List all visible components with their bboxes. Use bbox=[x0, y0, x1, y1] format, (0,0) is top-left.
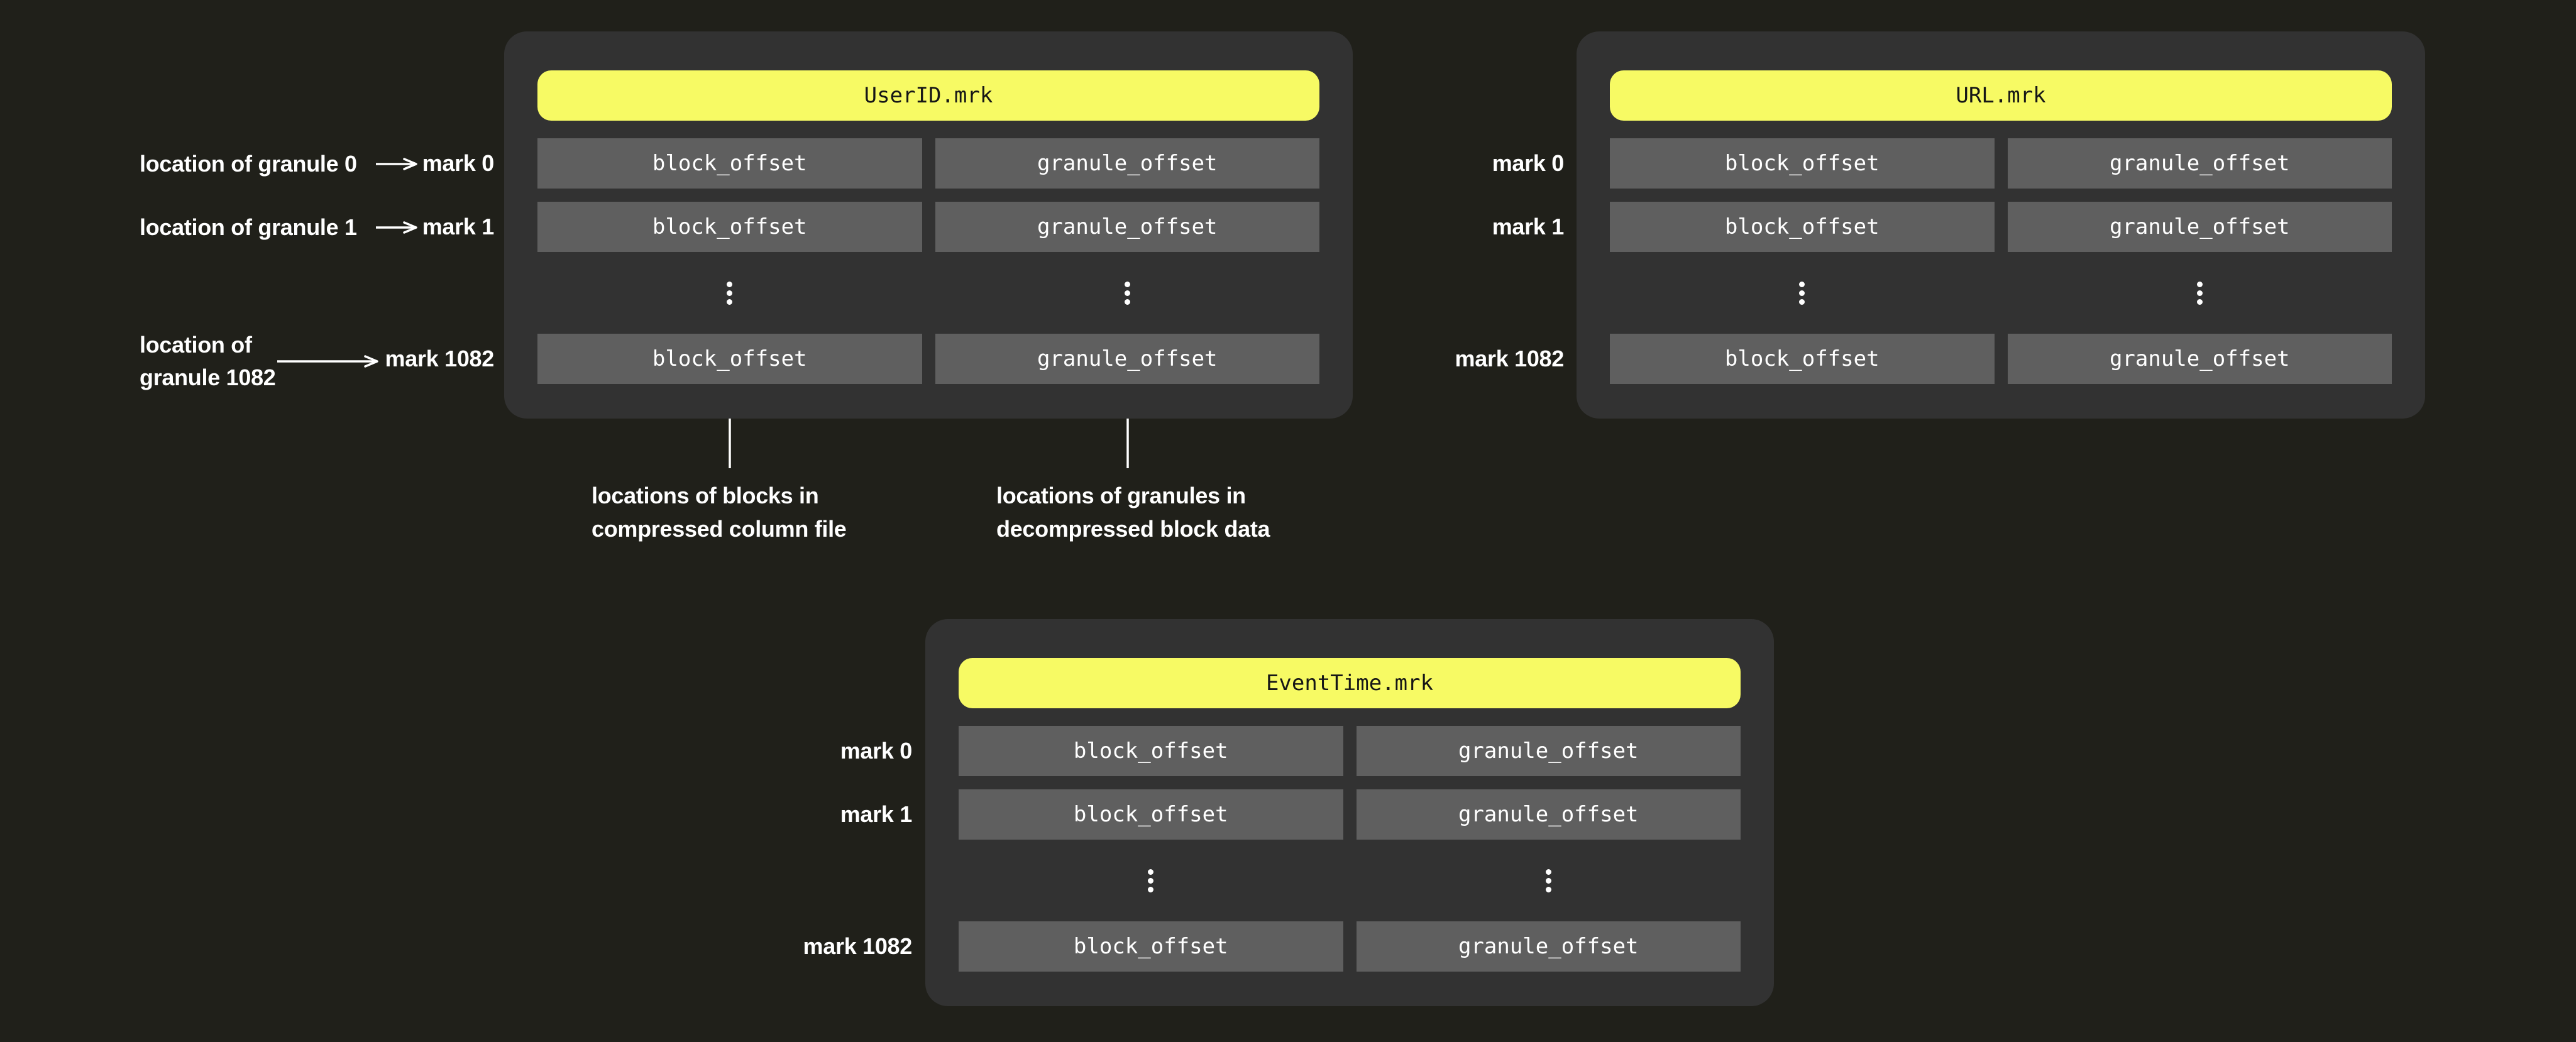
url-mark-row-0: block_offset granule_offset bbox=[1610, 138, 2392, 189]
userid-mrk-header: UserID.mrk bbox=[537, 70, 1319, 121]
granule-offset-text: granule_offset bbox=[1458, 934, 1639, 959]
userid-mark-1082-label: mark 1082 bbox=[385, 346, 495, 371]
granules-footnote-line1: locations of granules in bbox=[996, 483, 1246, 508]
eventtime-mrk-title: EventTime.mrk bbox=[1265, 671, 1434, 696]
eventtime-mrk-header: EventTime.mrk bbox=[959, 658, 1741, 708]
vertical-ellipsis-icon bbox=[1799, 281, 1805, 305]
eventtime-mark-row-0: block_offset granule_offset bbox=[959, 726, 1741, 776]
blocks-footnote-line2: compressed column file bbox=[592, 516, 847, 542]
userid-mrk-panel: UserID.mrk block_offset granule_offset b… bbox=[504, 31, 1353, 419]
granule-offset-text: granule_offset bbox=[2109, 346, 2290, 371]
url-mark-row-1: block_offset granule_offset bbox=[1610, 202, 2392, 252]
granule-offset-cell: granule_offset bbox=[935, 202, 1319, 252]
location-of-granule-1082-line1: location of bbox=[140, 332, 252, 358]
vertical-ellipsis-icon bbox=[1124, 281, 1130, 305]
block-offset-cell: block_offset bbox=[537, 138, 922, 189]
eventtime-mark-row-1082: block_offset granule_offset bbox=[959, 921, 1741, 972]
url-mark-1082-label: mark 1082 bbox=[1455, 346, 1565, 371]
block-offset-text: block_offset bbox=[652, 214, 807, 239]
vertical-ellipsis-icon bbox=[1148, 869, 1154, 892]
granule-offset-text: granule_offset bbox=[1037, 214, 1218, 239]
granule-offset-text: granule_offset bbox=[2109, 214, 2290, 239]
granule-offset-text: granule_offset bbox=[1037, 346, 1218, 371]
granule-offset-cell: granule_offset bbox=[2007, 334, 2392, 384]
url-mark-row-1082: block_offset granule_offset bbox=[1610, 334, 2392, 384]
block-offset-cell: block_offset bbox=[959, 921, 1343, 972]
block-offset-cell: block_offset bbox=[1610, 202, 1995, 252]
block-offset-cell: block_offset bbox=[537, 202, 922, 252]
blocks-footnote-line1: locations of blocks in bbox=[592, 483, 819, 508]
eventtime-mark-row-1: block_offset granule_offset bbox=[959, 789, 1741, 840]
block-offset-text: block_offset bbox=[1073, 802, 1228, 827]
userid-mark-1-label: mark 1 bbox=[422, 214, 495, 239]
granule-offset-cell: granule_offset bbox=[935, 138, 1319, 189]
url-ellipsis-row bbox=[1610, 265, 2392, 321]
location-of-granule-0-label: location of granule 0 bbox=[140, 151, 357, 177]
granule-offset-text: granule_offset bbox=[1458, 802, 1639, 827]
granules-footnote: locations of granules in decompressed bl… bbox=[996, 479, 1270, 546]
userid-mrk-title: UserID.mrk bbox=[864, 83, 993, 108]
granule-offset-text: granule_offset bbox=[1037, 151, 1218, 176]
granule-offset-cell: granule_offset bbox=[2007, 138, 2392, 189]
eventtime-mark-1-label: mark 1 bbox=[840, 801, 913, 827]
location-of-granule-1-label: location of granule 1 bbox=[140, 214, 357, 240]
url-mark-0-label: mark 0 bbox=[1492, 150, 1565, 176]
granule-offset-text: granule_offset bbox=[1458, 738, 1639, 764]
block-offset-text: block_offset bbox=[652, 346, 807, 371]
url-mark-1-label: mark 1 bbox=[1492, 214, 1565, 239]
granule-offset-cell: granule_offset bbox=[1356, 921, 1741, 972]
location-of-granule-1082-line2: granule 1082 bbox=[140, 365, 276, 390]
userid-ellipsis-row bbox=[537, 265, 1319, 321]
block-offset-text: block_offset bbox=[1724, 214, 1880, 239]
url-mrk-panel: URL.mrk block_offset granule_offset bloc… bbox=[1577, 31, 2425, 419]
url-mrk-header: URL.mrk bbox=[1610, 70, 2392, 121]
block-offset-cell: block_offset bbox=[959, 789, 1343, 840]
granules-footnote-line2: decompressed block data bbox=[996, 516, 1270, 542]
userid-mark-row-0: block_offset granule_offset bbox=[537, 138, 1319, 189]
granule-offset-cell: granule_offset bbox=[1356, 726, 1741, 776]
block-offset-cell: block_offset bbox=[1610, 138, 1995, 189]
vertical-ellipsis-icon bbox=[1545, 869, 1551, 892]
eventtime-ellipsis-row bbox=[959, 853, 1741, 908]
block-offset-cell: block_offset bbox=[1610, 334, 1995, 384]
vertical-ellipsis-icon bbox=[2196, 281, 2203, 305]
block-offset-text: block_offset bbox=[1073, 934, 1228, 959]
eventtime-mrk-panel: EventTime.mrk block_offset granule_offse… bbox=[925, 619, 1774, 1006]
userid-mark-row-1082: block_offset granule_offset bbox=[537, 334, 1319, 384]
url-mrk-title: URL.mrk bbox=[1956, 83, 2046, 108]
block-offset-cell: block_offset bbox=[537, 334, 922, 384]
userid-mark-0-label: mark 0 bbox=[422, 150, 495, 176]
granule-offset-text: granule_offset bbox=[2109, 151, 2290, 176]
block-offset-text: block_offset bbox=[1724, 151, 1880, 176]
granule-offset-cell: granule_offset bbox=[935, 334, 1319, 384]
granule-offset-cell: granule_offset bbox=[1356, 789, 1741, 840]
granule-offset-cell: granule_offset bbox=[2007, 202, 2392, 252]
block-offset-text: block_offset bbox=[1724, 346, 1880, 371]
location-of-granule-1082-label: location of granule 1082 bbox=[140, 329, 276, 394]
eventtime-mark-1082-label: mark 1082 bbox=[803, 933, 913, 959]
block-offset-cell: block_offset bbox=[959, 726, 1343, 776]
blocks-footnote: locations of blocks in compressed column… bbox=[592, 479, 847, 546]
vertical-ellipsis-icon bbox=[727, 281, 733, 305]
block-offset-text: block_offset bbox=[1073, 738, 1228, 764]
userid-mark-row-1: block_offset granule_offset bbox=[537, 202, 1319, 252]
eventtime-mark-0-label: mark 0 bbox=[840, 738, 913, 764]
block-offset-text: block_offset bbox=[652, 151, 807, 176]
